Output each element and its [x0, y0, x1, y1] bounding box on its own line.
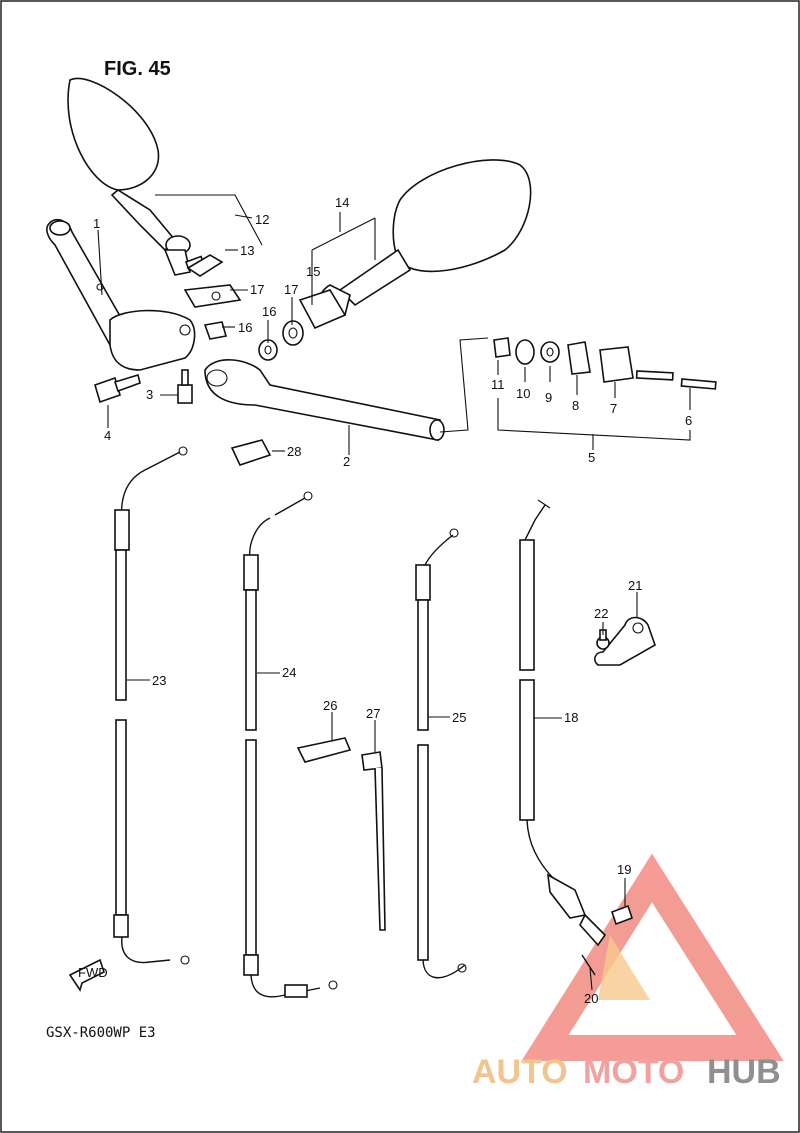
callout-11: 11 — [491, 377, 505, 392]
handlebar-left — [46, 218, 196, 371]
callout-16-left: 16 — [238, 320, 252, 335]
part-16-right-nut — [258, 339, 278, 361]
callout-19: 19 — [617, 862, 631, 877]
cable-25 — [415, 528, 467, 979]
part-13-bolt — [186, 254, 224, 277]
callout-21: 21 — [628, 578, 642, 593]
leader-lines — [97, 194, 691, 991]
part-10-rubber — [515, 339, 535, 365]
callout-24: 24 — [282, 665, 296, 680]
callout-3: 3 — [146, 387, 153, 402]
watermark-triangle — [521, 853, 784, 1061]
callout-9: 9 — [545, 390, 552, 405]
watermark-text-hub: HUB — [707, 1053, 781, 1091]
callout-7: 7 — [610, 401, 617, 416]
part-26-clamp — [296, 737, 352, 763]
mirror-right — [298, 159, 532, 330]
callout-25: 25 — [452, 710, 466, 725]
part-9-washer — [540, 341, 560, 363]
callout-13: 13 — [240, 243, 254, 258]
watermark-text-auto: AUTO — [472, 1053, 568, 1091]
model-code: GSX-R600WP E3 — [46, 1025, 156, 1041]
callout-17-right: 17 — [284, 282, 298, 297]
callout-28: 28 — [287, 444, 301, 459]
part-17-right-washer — [282, 320, 304, 346]
callout-26: 26 — [323, 698, 337, 713]
break-line — [439, 337, 489, 433]
callout-22: 22 — [594, 606, 608, 621]
callout-8: 8 — [572, 398, 579, 413]
callout-18: 18 — [564, 710, 578, 725]
callout-6: 6 — [685, 413, 692, 428]
watermark-logo — [521, 853, 784, 1061]
cable-23 — [113, 446, 190, 965]
part-11-nut — [493, 337, 511, 358]
callout-14: 14 — [335, 195, 349, 210]
callout-labels: 1 2 3 4 5 6 7 8 9 10 11 12 13 14 15 16 1… — [93, 195, 692, 1006]
part-19-bolt — [610, 904, 634, 926]
part-6-screw — [635, 370, 674, 381]
callout-23: 23 — [152, 673, 166, 688]
part-28-block — [230, 439, 272, 466]
part-21-bracket — [594, 616, 656, 666]
callout-2: 2 — [343, 454, 350, 469]
callout-17-left: 17 — [250, 282, 264, 297]
fwd-label: FWD — [78, 965, 108, 980]
bar-end-assembly — [493, 337, 717, 390]
part-27-tie — [361, 751, 386, 931]
watermark-text-moto: MOTO — [583, 1053, 684, 1091]
callout-20: 20 — [584, 991, 598, 1006]
part-8-weight — [567, 341, 591, 375]
callout-15: 15 — [306, 264, 320, 279]
callout-10: 10 — [516, 386, 530, 401]
callout-5: 5 — [588, 450, 595, 465]
cable-18 — [519, 499, 607, 947]
watermark-triangle-inner — [598, 935, 650, 1000]
callout-12: 12 — [255, 212, 269, 227]
part-4-bolt — [94, 373, 141, 404]
callout-27: 27 — [366, 706, 380, 721]
callout-1: 1 — [93, 216, 100, 231]
part-3-bolt — [177, 369, 193, 404]
figure-title: FIG. 45 — [104, 58, 171, 80]
callout-4: 4 — [104, 428, 111, 443]
fwd-arrow-icon: FWD — [68, 958, 108, 992]
handlebar-right — [204, 359, 445, 441]
callout-16-right: 16 — [262, 304, 276, 319]
part-20-pin — [581, 954, 596, 976]
cable-24 — [243, 491, 338, 998]
part-17-left-plate — [183, 284, 242, 308]
mirror-left — [67, 77, 205, 276]
part-16-left-nut — [203, 321, 228, 340]
part-7-weight — [599, 346, 634, 383]
